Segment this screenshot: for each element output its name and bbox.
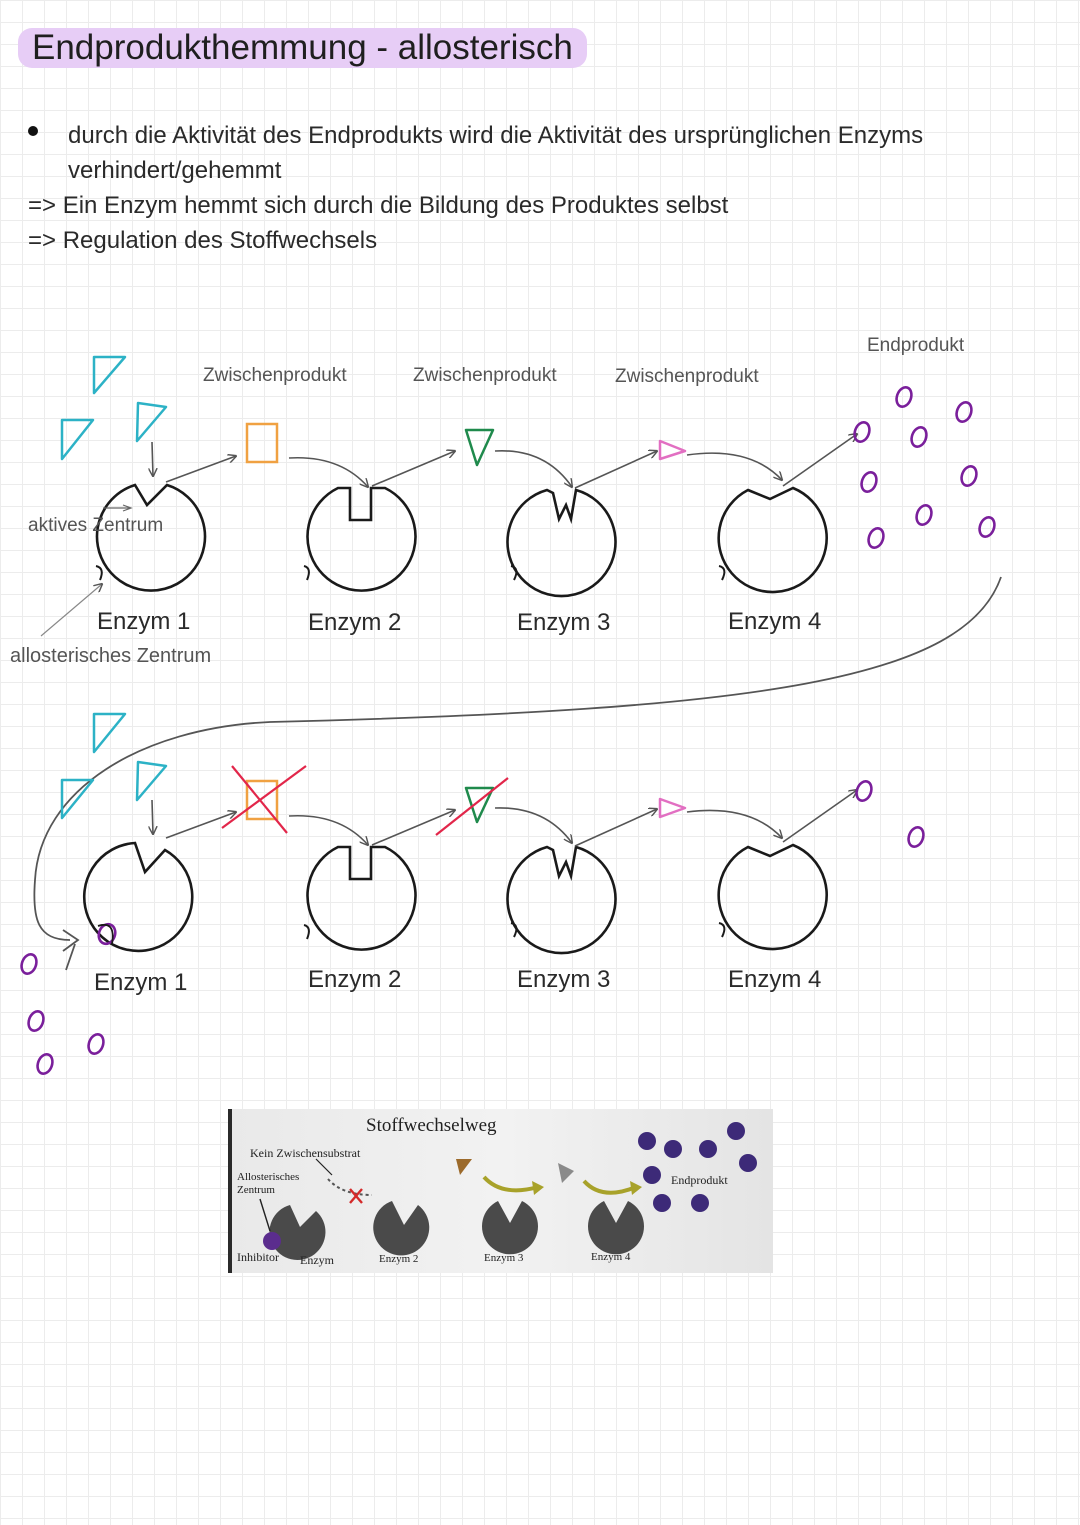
enzyme-2-bottom-shape — [306, 845, 417, 951]
block-cross-1 — [221, 765, 307, 834]
substrate-triangle — [135, 401, 168, 443]
textbook-figure-drawing — [259, 1122, 757, 1260]
intermediate-square — [245, 422, 279, 464]
note-arrow-line2: => Regulation des Stoffwechsels — [28, 227, 378, 254]
block-cross-2 — [435, 777, 509, 836]
enzyme-2-top-shape — [306, 486, 417, 592]
enzyme-1-bottom-label: Enzym 1 — [94, 969, 188, 996]
note-bullet-line2: verhindert/gehemmt — [68, 157, 282, 184]
photo-enzyme-1 — [269, 1205, 326, 1260]
enzyme-3-bottom-label: Enzym 3 — [517, 966, 611, 993]
substrate-triangles-top — [60, 355, 168, 461]
photo-enzyme-1-label: Enzym — [300, 1253, 334, 1267]
photo-enzyme-2-label: Enzym 2 — [379, 1253, 419, 1265]
photo-enzyme-4-label: Enzym 4 — [591, 1251, 631, 1263]
photo-title: Stoffwechselweg — [366, 1115, 497, 1136]
bound-inhibitor — [97, 922, 117, 946]
intermediate-triangle-green — [464, 428, 495, 467]
note-arrow-line1: => Ein Enzym hemmt sich durch die Bildun… — [28, 192, 729, 219]
substrate-triangle — [92, 355, 127, 395]
enzyme-3-bottom-shape — [506, 845, 617, 955]
photo-enzyme-3-label: Enzym 3 — [484, 1252, 524, 1264]
endproduct-cluster-bottom — [20, 780, 925, 1075]
photo-no-substrate: Kein Zwischensubstrat — [250, 1146, 361, 1160]
intermediate-label-2: Zwischenprodukt — [413, 365, 557, 386]
enzyme-2-top-label: Enzym 2 — [308, 609, 402, 636]
textbook-figure: Stoffwechselweg Kein Zwischensubstrat Al… — [228, 1109, 773, 1273]
bullet-dot — [28, 126, 38, 136]
intermediate-triangle-pink — [658, 797, 687, 819]
endproduct-cluster-top — [853, 386, 996, 549]
photo-endproduct-dots — [638, 1122, 757, 1212]
enzyme-4-top-shape — [717, 486, 828, 594]
endproduct-label: Endprodukt — [867, 335, 965, 356]
photo-allosteric-2: Zentrum — [237, 1184, 275, 1196]
enzyme-4-bottom-shape — [717, 843, 828, 951]
substrate-triangle — [135, 760, 168, 802]
intermediate-label-3: Zwischenprodukt — [615, 366, 759, 387]
enzyme-3-top-shape — [506, 488, 617, 598]
note-bullet-line1: durch die Aktivität des Endprodukts wird… — [68, 122, 924, 149]
enzyme-3-top-label: Enzym 3 — [517, 609, 611, 636]
photo-enzyme-3 — [482, 1201, 538, 1255]
enzyme-4-bottom-label: Enzym 4 — [728, 966, 822, 993]
intermediate-square-blocked — [245, 779, 279, 821]
enzyme-1-bottom-shape — [83, 841, 194, 953]
substrate-triangle — [92, 712, 127, 754]
allosteric-site-label: allosterisches Zentrum — [10, 645, 212, 667]
substrate-triangle — [60, 778, 95, 820]
substrate-triangles-bottom — [60, 712, 168, 820]
intermediate-triangle-blocked — [464, 786, 495, 824]
enzyme-2-bottom-label: Enzym 2 — [308, 966, 402, 993]
page-title: Endprodukthemmung - allosterisch — [18, 28, 587, 68]
pathway-diagram — [20, 355, 1002, 1075]
photo-enzyme-2 — [373, 1201, 430, 1256]
photo-allosteric-1: Allosterisches — [237, 1171, 300, 1183]
enzyme-1-top-label: Enzym 1 — [97, 608, 191, 635]
enzyme-4-top-label: Enzym 4 — [728, 608, 822, 635]
substrate-triangle — [60, 418, 95, 461]
enzyme-1-top-shape — [95, 483, 207, 592]
photo-endproduct-label: Endprodukt — [671, 1173, 728, 1187]
photo-inhibitor-label: Inhibitor — [237, 1250, 279, 1264]
intermediate-triangle-pink — [658, 439, 687, 461]
active-site-label: aktives Zentrum — [28, 515, 164, 536]
photo-inhibitor — [263, 1232, 281, 1250]
photo-enzyme-4 — [588, 1201, 644, 1255]
intermediate-label-1: Zwischenprodukt — [203, 365, 347, 386]
